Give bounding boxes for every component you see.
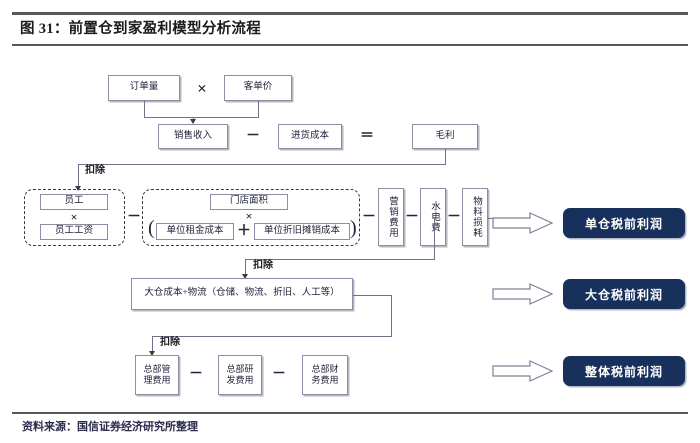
pill-overall-pretax-profit: 整体税前利润 [563,356,685,386]
block-arrow-2 [492,283,554,305]
page-title: 图 31：前置仓到家盈利模型分析流程 [20,21,262,37]
operator-minus-row5-1: － [189,367,203,382]
connector-row4-right-down [391,295,392,336]
box-staff-salary: 员工工资 [40,224,108,240]
label-deduct-1: 扣除 [85,165,105,176]
block-arrow-1 [492,212,554,234]
operator-minus-row3-2: － [362,209,376,225]
pill-large-warehouse-pretax-profit: 大仓税前利润 [563,279,685,309]
header-rule-top [12,12,688,15]
box-utilities-expense: 水电费 [420,188,446,246]
arrow-deduct-3 [149,351,155,356]
connector-row1-join [144,117,259,118]
box-store-area: 门店面积 [210,194,288,210]
operator-multiply-row1: × [197,78,207,98]
operator-equals-row2: ＝ [360,128,374,144]
operator-minus-row2: － [246,128,260,144]
box-unit-rent-cost: 单位租金成本 [156,223,234,240]
paren-open-store: ( [148,217,155,239]
connector-row3-to-row4 [245,259,435,260]
source-note: 资料来源：国信证券经济研究所整理 [22,421,198,433]
pill-single-warehouse-pretax-profit: 单仓税前利润 [563,208,685,238]
box-sales-revenue: 销售收入 [158,124,228,149]
box-purchase-cost: 进货成本 [278,124,342,149]
arrow-deduct-1 [75,186,81,191]
header-rule-bottom [12,44,688,46]
group-staff-cost [24,189,125,246]
box-staff-count: 员工 [40,194,108,210]
box-gross-profit: 毛利 [412,124,478,149]
connector-order-volume-down [144,101,145,117]
arrow-row1-to-sales-revenue [190,119,196,124]
box-unit-price: 客单价 [224,75,292,101]
box-material-loss: 物料损耗 [462,188,488,246]
operator-minus-row3-3: － [405,209,419,225]
operator-minus-row3-4: － [447,209,461,225]
connector-gross-profit-down [445,149,446,164]
connector-unit-price-down [258,101,259,117]
label-deduct-3: 扣除 [160,337,180,348]
box-hq-finance-expense: 总部财务费用 [302,355,348,395]
arrow-deduct-2 [242,274,248,279]
connector-gross-profit-left [78,164,446,165]
footer-rule [12,412,688,414]
connector-row3-right-down [434,218,435,259]
connector-row4-to-row5 [152,336,392,337]
connector-to-deduct-1 [78,164,79,188]
box-unit-depreciation-cost: 单位折旧摊销成本 [254,223,350,240]
connector-to-deduct-2 [245,259,246,276]
box-order-volume: 订单量 [108,75,180,101]
paren-close-store: ) [350,217,357,239]
operator-multiply-store: × [245,208,253,223]
operator-multiply-staff: × [70,209,78,224]
operator-minus-row5-2: － [272,367,286,382]
operator-minus-row3-1: － [127,209,141,225]
connector-to-deduct-3 [152,336,153,353]
box-hq-admin-expense: 总部管理费用 [135,355,179,395]
operator-plus-store: ＋ [237,224,251,239]
label-deduct-2: 扣除 [253,260,273,271]
group-store-cost [142,189,360,246]
connector-row4-right [353,295,391,296]
block-arrow-3 [492,360,554,382]
box-warehouse-logistics: 大仓成本+物流（仓储、物流、折旧、人工等） [131,278,353,310]
box-marketing-expense: 营销费用 [378,188,404,246]
box-hq-rd-expense: 总部研发费用 [218,355,262,395]
